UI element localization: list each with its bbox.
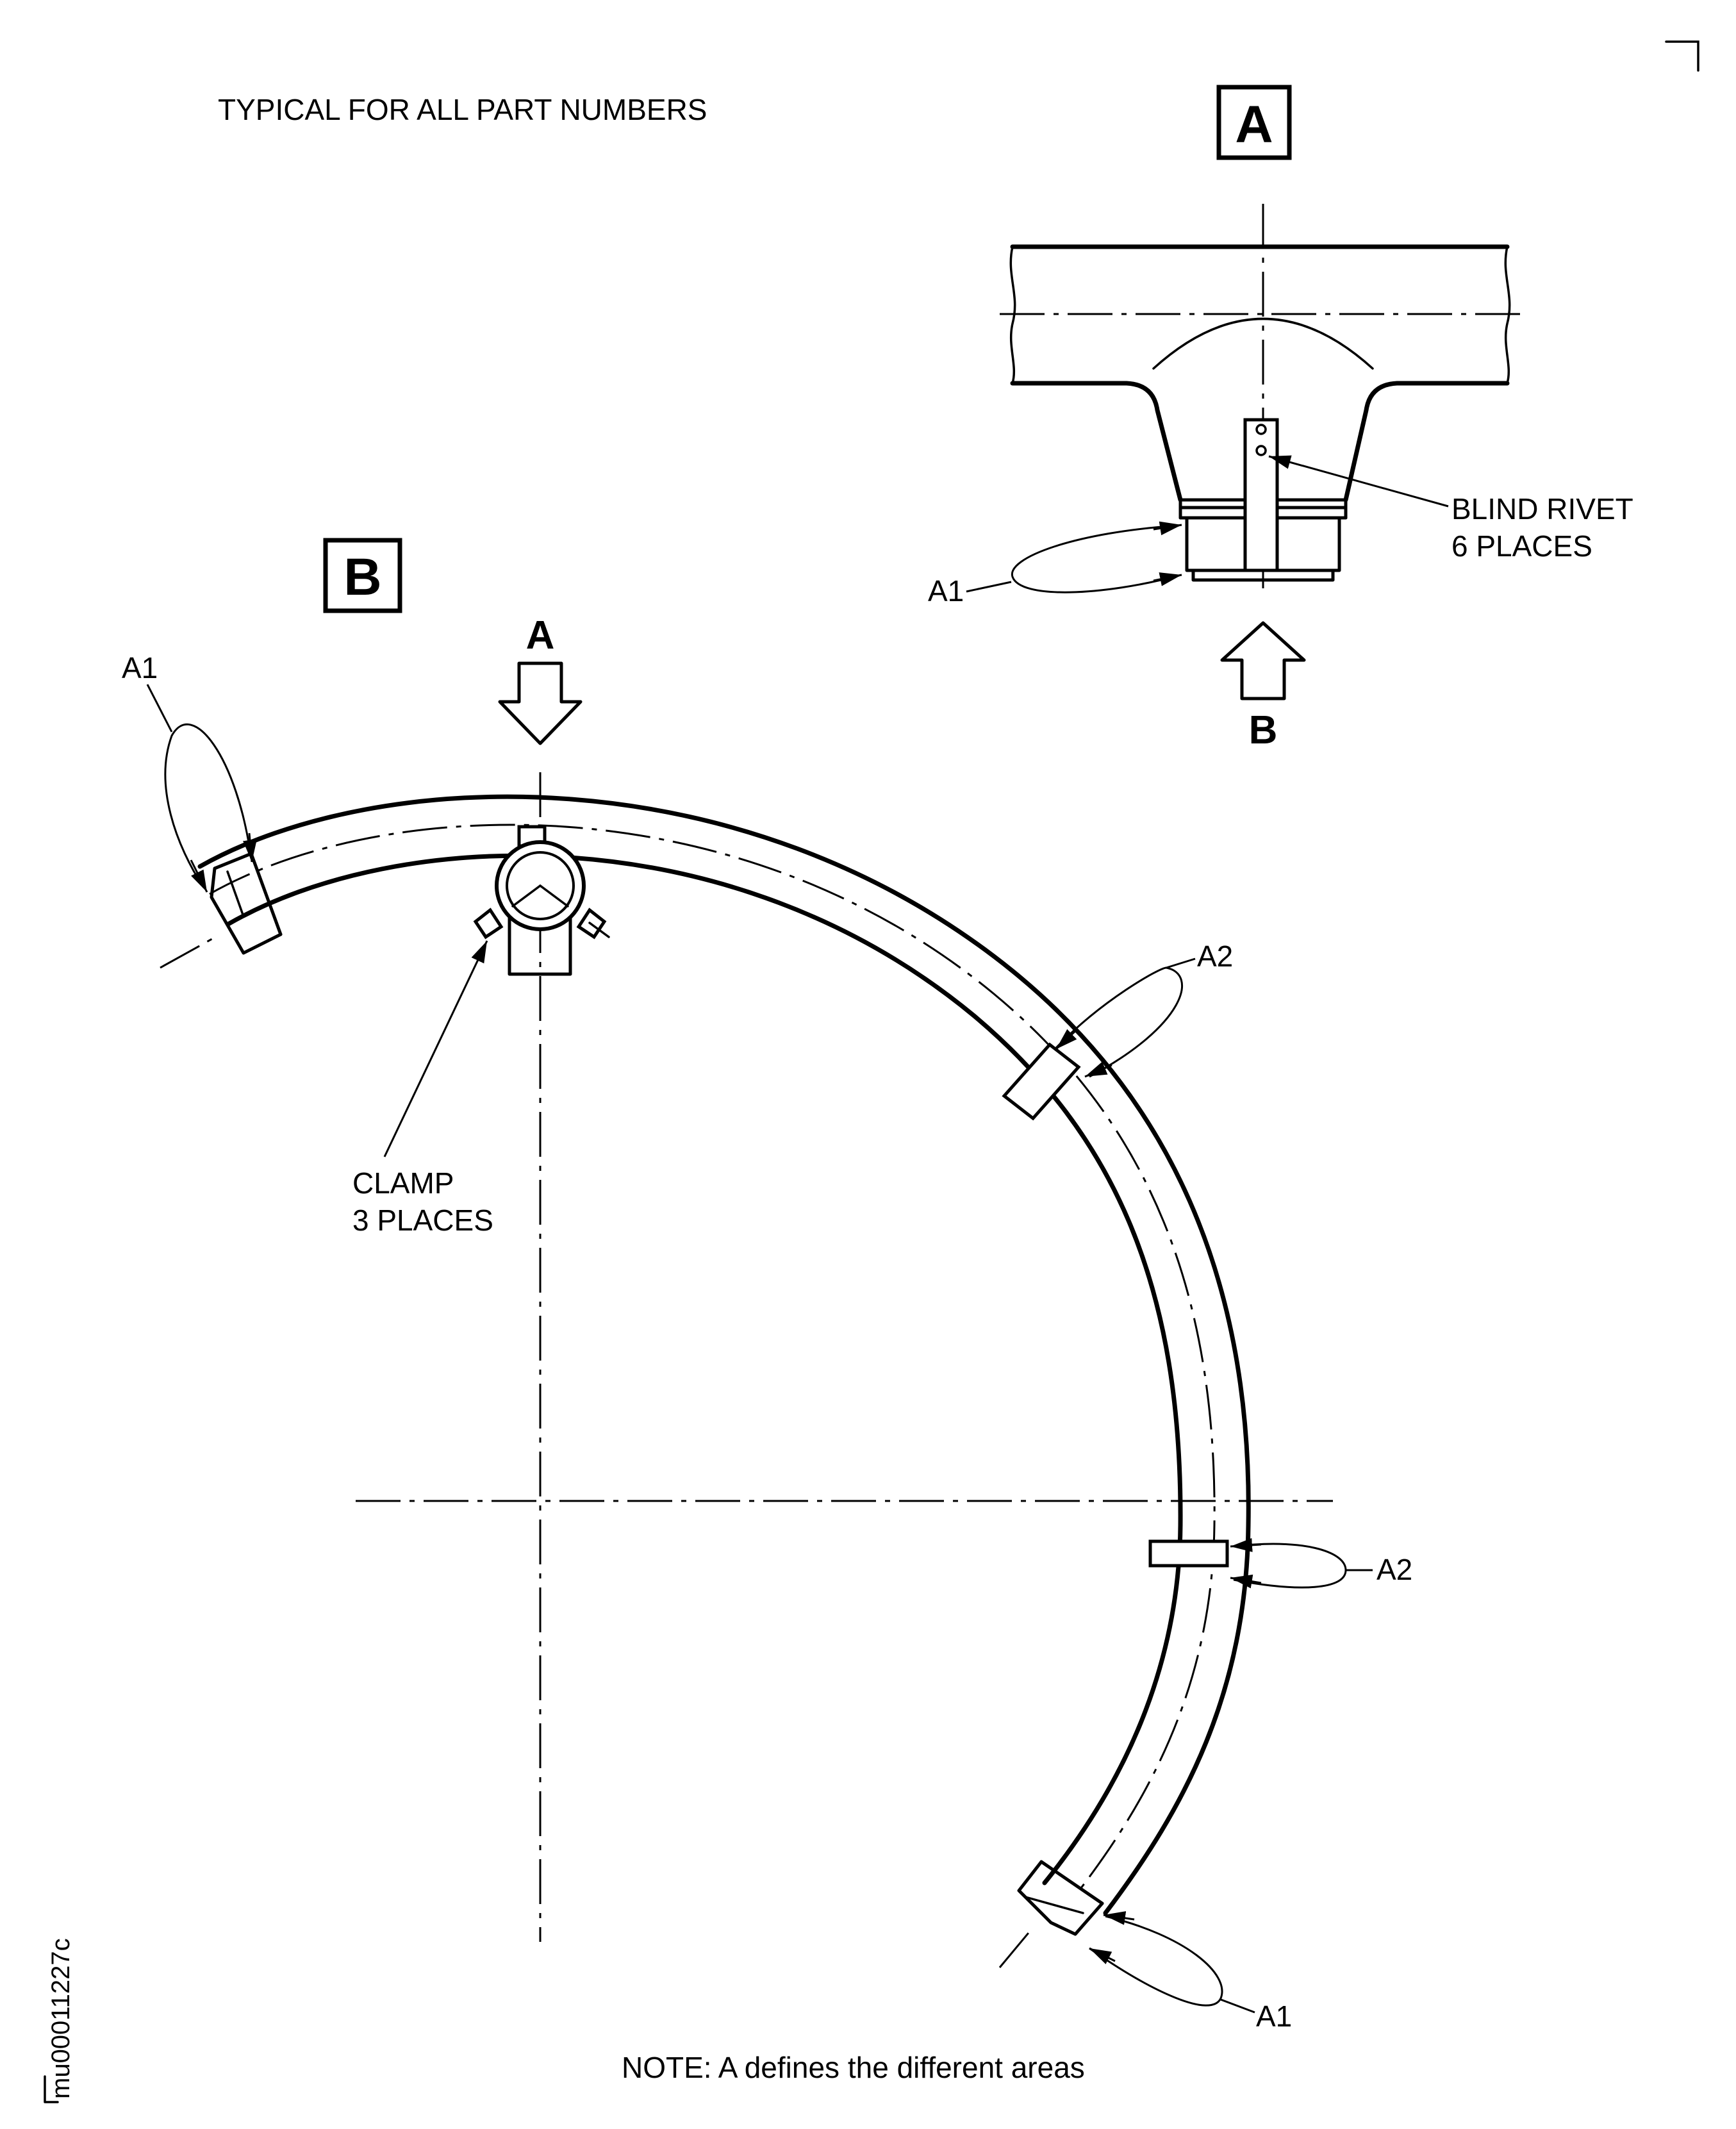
corner-mark	[1665, 40, 1699, 72]
curved-tube	[160, 794, 1251, 1968]
a1-bottom-leader	[1220, 1998, 1255, 2014]
clamp-leader	[383, 940, 488, 1157]
a1-left-ellipse	[164, 723, 252, 888]
view-a-arrow-label: A	[526, 613, 555, 658]
view-b-arrow	[1220, 621, 1306, 700]
figure-id: mu00011227c	[47, 1938, 75, 2099]
view-b-label: B	[343, 548, 381, 606]
a1-bottom-label: A1	[1256, 2000, 1292, 2033]
rivet-1	[1255, 424, 1267, 435]
view-a-arrow	[498, 661, 583, 745]
blind-rivet-label-line1: BLIND RIVET	[1451, 492, 1633, 526]
a2-upper-leader	[1166, 957, 1196, 969]
a2-band-upper	[1002, 1042, 1081, 1121]
bottom-end-fitting	[998, 1860, 1104, 1968]
view-b-box	[323, 538, 402, 613]
upper-body	[1000, 244, 1520, 502]
figure-id-mark	[44, 2075, 59, 2103]
rivet-2	[1255, 445, 1267, 456]
a1-detail-leader	[966, 581, 1012, 593]
left-end-fitting	[160, 852, 283, 969]
tube-inner-edge	[226, 853, 1183, 1885]
tube-centerline	[209, 824, 1216, 1894]
view-a-label: A	[1235, 95, 1273, 154]
tube-outer-edge	[197, 794, 1251, 1916]
view-a-box	[1216, 85, 1292, 160]
header-text: TYPICAL FOR ALL PART NUMBERS	[218, 93, 707, 126]
blind-rivet-label-line2: 6 PLACES	[1451, 529, 1592, 563]
view-a-detail: A BLIND RIVET 6	[928, 85, 1633, 752]
view-b-arrow-label: B	[1249, 708, 1278, 752]
a1-bottom-ellipse	[1089, 1915, 1223, 2007]
a1-left-leader	[146, 684, 173, 733]
a2-lower-ellipse	[1233, 1543, 1347, 1589]
view-b-main: B A	[122, 538, 1412, 2033]
clamp-strap	[1243, 418, 1279, 572]
clamp-label-line2: 3 PLACES	[352, 1204, 493, 1237]
a2-band-lower	[1148, 1539, 1229, 1568]
note-text: NOTE: A defines the different areas	[622, 2051, 1085, 2084]
a1-detail-label: A1	[928, 574, 964, 608]
a1-detail-ellipse	[1011, 524, 1180, 593]
a2-upper-ellipse	[1055, 966, 1183, 1078]
center-clamp	[473, 825, 610, 976]
blind-rivet-leader	[1268, 455, 1449, 508]
a2-upper-label: A2	[1197, 940, 1233, 973]
a1-left-label: A1	[122, 651, 158, 684]
clamp-label-line1: CLAMP	[352, 1166, 454, 1200]
a2-lower-label: A2	[1376, 1553, 1412, 1586]
